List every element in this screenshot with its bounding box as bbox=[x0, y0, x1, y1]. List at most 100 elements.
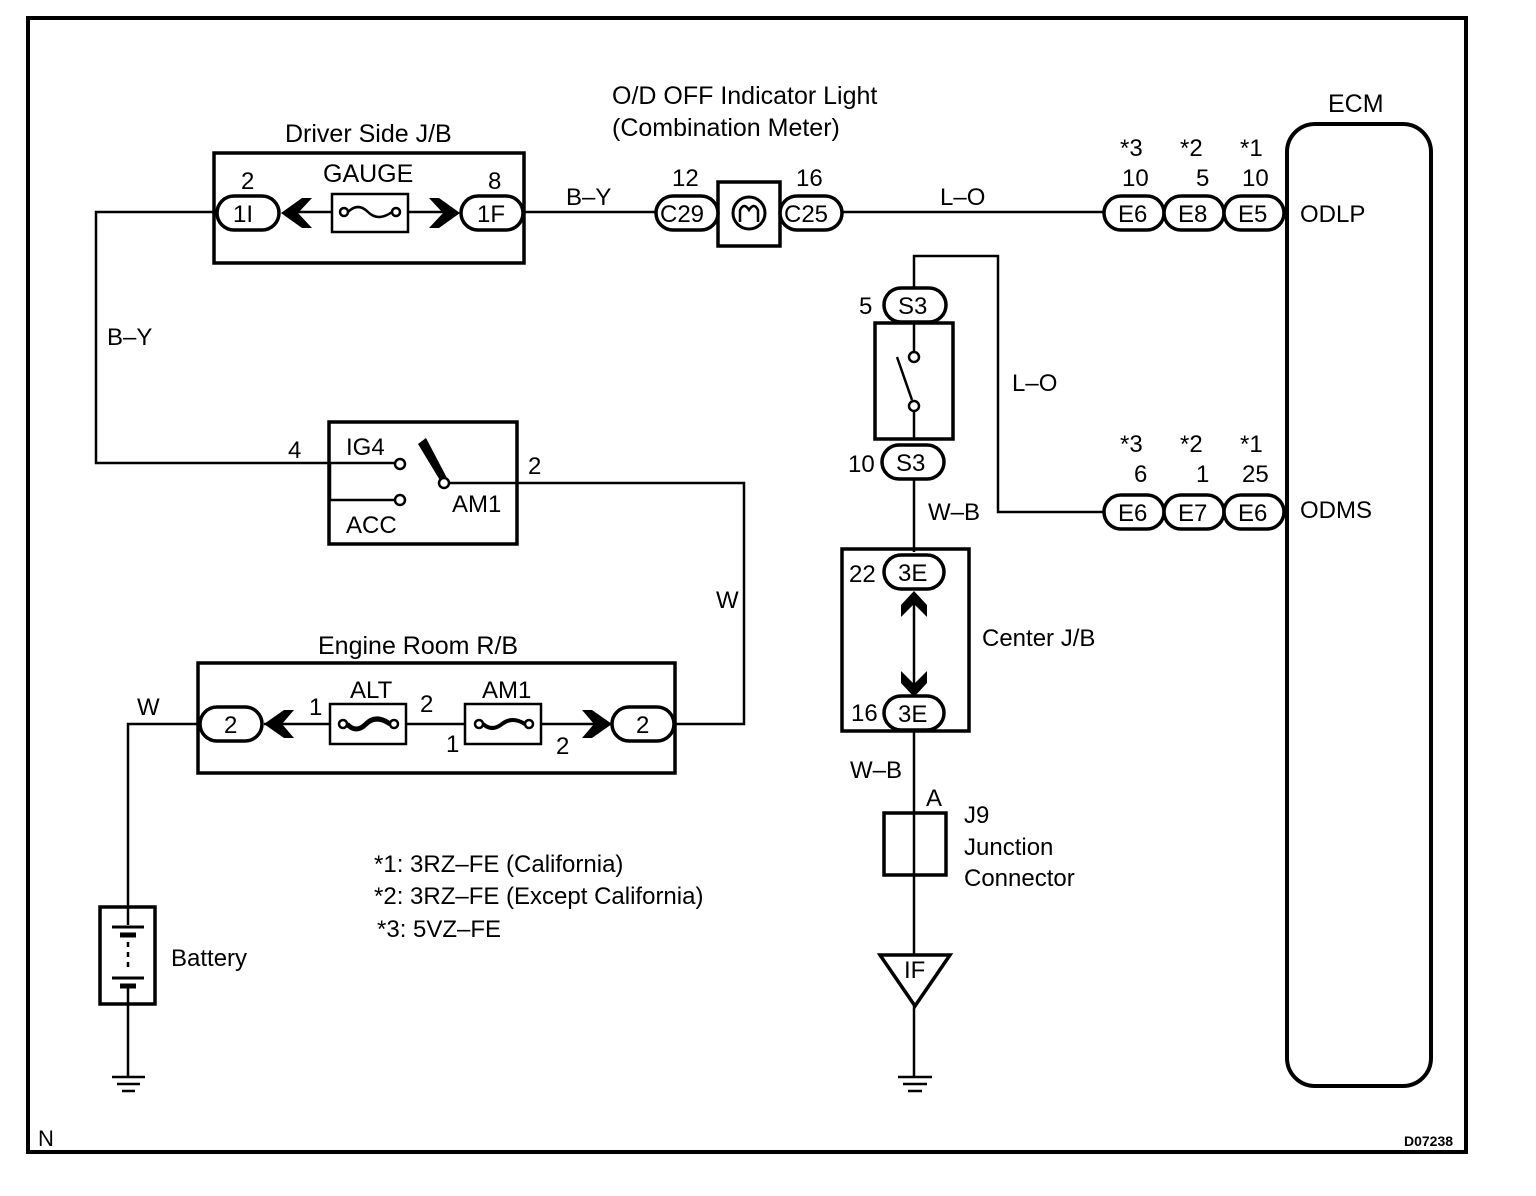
ecm-box bbox=[1285, 122, 1433, 1088]
indicator-left-pin: 12 bbox=[672, 165, 699, 192]
alt-pin-right: 2 bbox=[420, 691, 433, 718]
driver-jb-left-pin: 2 bbox=[241, 168, 254, 195]
connector-c25-label: C25 bbox=[784, 201, 828, 228]
ground-icon bbox=[898, 1075, 932, 1093]
ignition-switch: 4 2 IG4 ACC AM1 bbox=[288, 420, 541, 546]
odms-pin-e6: 6 bbox=[1134, 461, 1147, 488]
wire-label-w-b-mid: W–B bbox=[928, 499, 980, 526]
j9-junction-connector: A J9 Junction Connector bbox=[882, 785, 1075, 892]
odms-variant-3: *3 bbox=[1120, 431, 1143, 458]
ignition-ig4-label: IG4 bbox=[346, 434, 385, 461]
j9-pin: A bbox=[926, 785, 942, 812]
ecm-title: ECM bbox=[1328, 90, 1384, 118]
switch-contact-bottom bbox=[907, 399, 921, 413]
connector-odms-e6b-label: E6 bbox=[1238, 500, 1267, 527]
drawing-id: D07238 bbox=[1404, 1133, 1453, 1149]
odlp-pin-e8: 5 bbox=[1196, 165, 1209, 192]
s3-top-pin: 5 bbox=[859, 293, 872, 320]
connector-odlp-e6-label: E6 bbox=[1118, 201, 1147, 228]
note-2: *2: 3RZ–FE (Except California) bbox=[374, 883, 703, 910]
center-jb-top-pin: 22 bbox=[849, 561, 876, 588]
ecm: ECM *3 *2 *1 10 5 10 E6 E8 E5 ODLP *3 *2… bbox=[1102, 90, 1433, 1088]
arrow-left-icon bbox=[264, 710, 294, 738]
connector-odlp-e5 bbox=[1222, 194, 1286, 232]
connector-rb-right-label: 2 bbox=[636, 712, 649, 739]
connector-s3-bottom-label: S3 bbox=[896, 450, 925, 477]
ignition-am1-label: AM1 bbox=[452, 491, 501, 518]
connector-s3-top-label: S3 bbox=[898, 293, 927, 320]
arrow-right-icon bbox=[429, 198, 460, 228]
wire-w-left bbox=[126, 722, 200, 908]
switch-blade-icon bbox=[895, 356, 914, 401]
fusible-link-icon bbox=[473, 718, 535, 730]
odlp-variant-1: *1 bbox=[1240, 135, 1263, 162]
odms-pin-e7: 1 bbox=[1196, 461, 1209, 488]
arrow-down-icon bbox=[901, 671, 927, 697]
indicator-title-line1: O/D OFF Indicator Light bbox=[612, 82, 877, 110]
connector-c25 bbox=[778, 194, 844, 232]
ignition-blade-icon bbox=[418, 438, 447, 482]
connector-1i bbox=[215, 194, 281, 232]
note-1: *1: 3RZ–FE (California) bbox=[374, 851, 623, 878]
od-off-indicator: O/D OFF Indicator Light (Combination Met… bbox=[612, 82, 877, 248]
connector-odms-e7-label: E7 bbox=[1178, 500, 1207, 527]
wire-w-right bbox=[517, 481, 746, 726]
engine-rb-box bbox=[196, 661, 677, 775]
connector-s3-bottom bbox=[880, 443, 946, 481]
battery-label: Battery bbox=[171, 945, 247, 972]
odlp-pin-e6: 10 bbox=[1122, 165, 1149, 192]
wire-label-b-y-left: B–Y bbox=[107, 324, 152, 351]
odms-pin-e6b: 25 bbox=[1242, 461, 1269, 488]
connector-rb-right bbox=[610, 705, 676, 743]
wire-b-y-left bbox=[94, 210, 330, 465]
connector-odlp-e8-label: E8 bbox=[1178, 201, 1207, 228]
wire-l-o-loop bbox=[912, 254, 1104, 514]
battery-icon bbox=[112, 907, 144, 1004]
j9-label-line1: J9 bbox=[964, 802, 989, 829]
battery: Battery bbox=[98, 905, 247, 1006]
odlp-variant-3: *3 bbox=[1120, 135, 1143, 162]
engine-rb-title: Engine Room R/B bbox=[318, 632, 518, 660]
odlp-variant-2: *2 bbox=[1180, 135, 1203, 162]
wire-label-l-o-top: L–O bbox=[940, 184, 985, 211]
variant-notes: *1: 3RZ–FE (California) *2: 3RZ–FE (Exce… bbox=[374, 851, 703, 943]
am1-contact bbox=[437, 476, 451, 490]
ecm-terminal-odms: ODMS bbox=[1300, 497, 1372, 524]
wire-label-w-left: W bbox=[137, 694, 160, 721]
connector-odms-e6b bbox=[1222, 493, 1286, 531]
j9-box bbox=[882, 811, 948, 877]
connector-1i-label: 1I bbox=[233, 201, 253, 228]
arrow-right-icon bbox=[582, 710, 612, 738]
bulb-filament bbox=[738, 204, 760, 222]
gauge-fuse-label: GAUGE bbox=[323, 160, 413, 188]
driver-jb-title: Driver Side J/B bbox=[285, 120, 452, 148]
driver-side-jb: Driver Side J/B GAUGE 2 8 1I 1F bbox=[212, 120, 526, 265]
frame-border bbox=[26, 16, 1468, 1154]
od-main-switch: 5 S3 10 S3 bbox=[848, 286, 955, 481]
arrow-left-icon bbox=[281, 198, 312, 228]
center-jb-title: Center J/B bbox=[982, 625, 1095, 652]
wire-label-l-o-mid: L–O bbox=[1012, 370, 1057, 397]
odms-variant-1: *1 bbox=[1240, 431, 1263, 458]
am1-pin-right: 2 bbox=[556, 733, 569, 760]
j9-label-line2: Junction bbox=[964, 834, 1053, 861]
alt-fuse-label: ALT bbox=[350, 677, 393, 704]
ecm-terminal-odlp: ODLP bbox=[1300, 201, 1365, 228]
indicator-right-pin: 16 bbox=[796, 165, 823, 192]
ground-if-label: IF bbox=[904, 957, 925, 984]
connector-c29 bbox=[654, 194, 720, 232]
connector-1f bbox=[459, 194, 525, 232]
connector-3e-bottom bbox=[882, 694, 946, 732]
wire-label-b-y-top: B–Y bbox=[566, 184, 611, 211]
ground-triangle-icon bbox=[876, 953, 954, 1010]
odlp-pin-e5: 10 bbox=[1242, 165, 1269, 192]
connector-3e-bottom-label: 3E bbox=[898, 701, 927, 728]
frame-corner-label: N bbox=[38, 1126, 54, 1151]
connector-odlp-e5-label: E5 bbox=[1238, 201, 1267, 228]
connector-c29-label: C29 bbox=[660, 201, 704, 228]
connector-odms-e6-label: E6 bbox=[1118, 500, 1147, 527]
wire-label-w-right: W bbox=[716, 587, 739, 614]
center-jb: 22 3E 16 3E Center J/B bbox=[840, 547, 1095, 733]
s3-bottom-pin: 10 bbox=[848, 451, 875, 478]
